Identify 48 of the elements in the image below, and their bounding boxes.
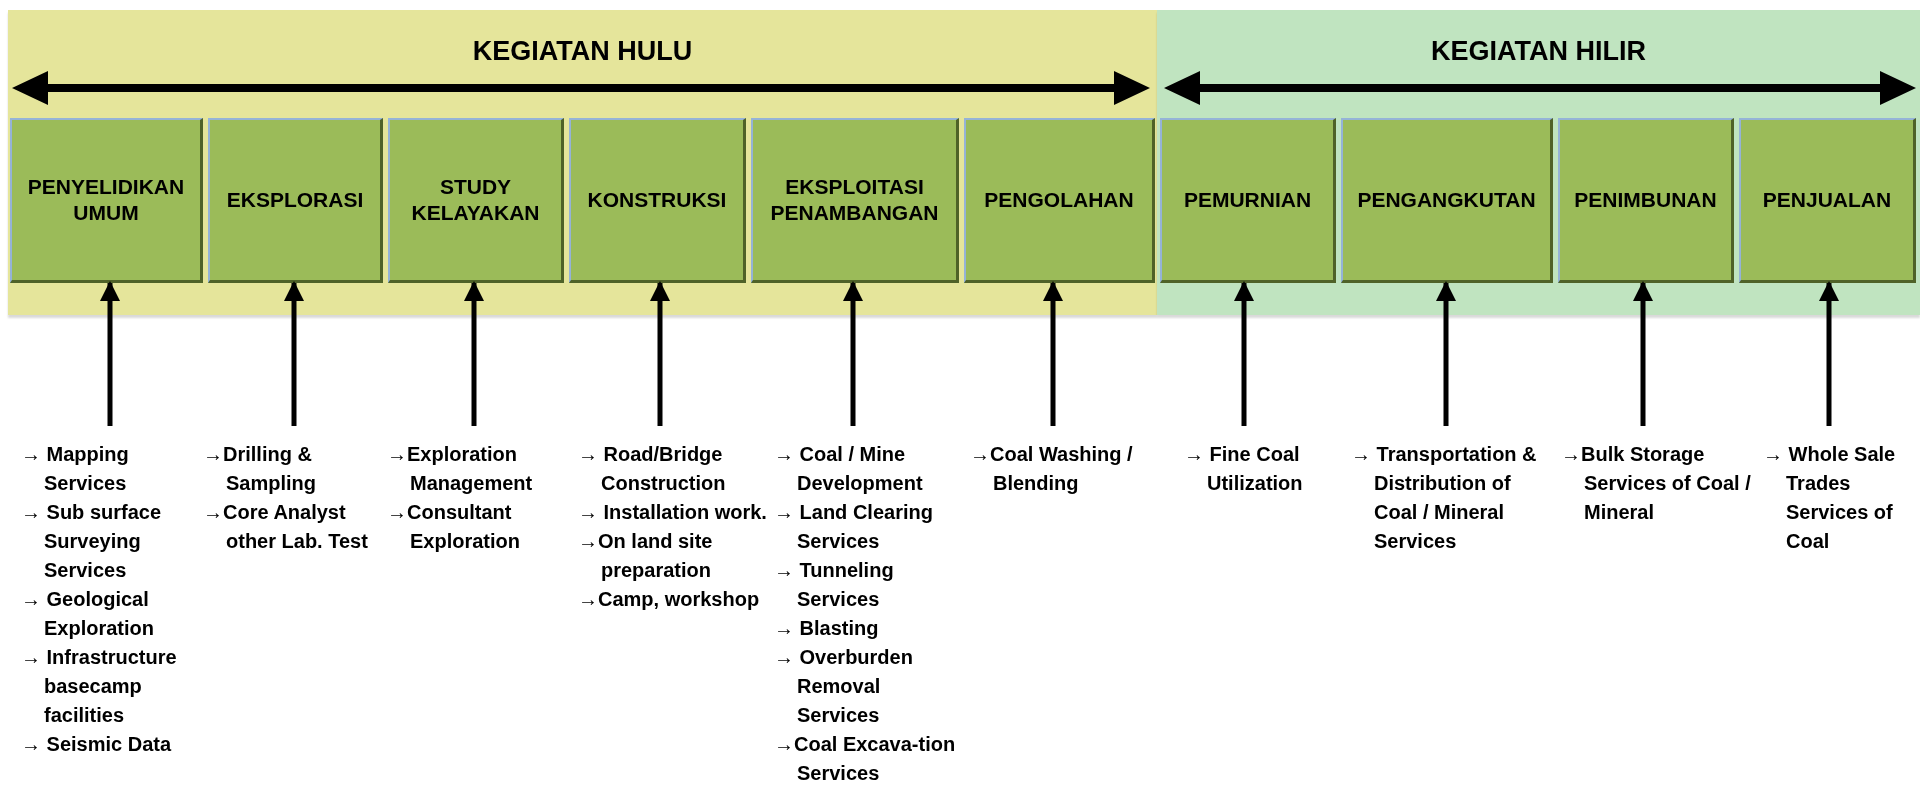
activity-item: →Coal Washing / Blending xyxy=(970,442,1134,496)
activity-item: →Drilling & Sampling xyxy=(203,442,317,496)
arrow xyxy=(284,281,304,426)
stage-box: STUDY KELAYAKAN xyxy=(388,118,564,283)
activity-item: → Road/Bridge Construction xyxy=(578,442,727,496)
stage-box: EKSPLORASI xyxy=(208,118,383,283)
stage-box: EKSPLOITASI PENAMBANGAN xyxy=(751,118,959,283)
activity-item: → Transportation & Distribution of Coal / Mineral Services xyxy=(1351,442,1538,554)
activity-item: → Seismic Data xyxy=(21,732,173,757)
activity-item: →Core Analyst other Lab. Test xyxy=(203,500,369,554)
arrow xyxy=(843,281,863,426)
arrow xyxy=(1234,281,1254,426)
section-band xyxy=(8,10,1157,315)
arrow xyxy=(1043,281,1063,426)
activity-item: → Infrastructure basecamp facilities xyxy=(21,645,178,728)
stage-box: PENGOLAHAN xyxy=(964,118,1155,283)
section-title: KEGIATAN HULU xyxy=(471,36,694,67)
activity-item: → Mapping Services xyxy=(21,442,130,496)
activity-item: → Blasting xyxy=(774,616,880,641)
activity-item: → Coal / Mine Development xyxy=(774,442,924,496)
activity-item: →Coal Excava-tion Services xyxy=(774,732,957,786)
activity-item: →Exploration Management xyxy=(387,442,534,496)
activity-item: → Tunneling Services xyxy=(774,558,895,612)
activity-item: → Land Clearing Services xyxy=(774,500,934,554)
arrow xyxy=(650,281,670,426)
arrow xyxy=(464,281,484,426)
activity-item: → Overburden Removal Services xyxy=(774,645,914,728)
activity-item: →On land site preparation xyxy=(578,529,714,583)
activity-item: → Fine Coal Utilization xyxy=(1184,442,1304,496)
activity-item: →Consultant Exploration xyxy=(387,500,521,554)
activity-item: → Whole Sale Trades Services of Coal xyxy=(1763,442,1897,554)
stage-box: PENIMBUNAN xyxy=(1558,118,1734,283)
stage-box: PENJUALAN xyxy=(1739,118,1916,283)
stage-box: PENGANGKUTAN xyxy=(1341,118,1553,283)
section-title: KEGIATAN HILIR xyxy=(1430,36,1647,67)
arrow xyxy=(1436,281,1456,426)
activity-item: →Camp, workshop xyxy=(578,587,761,612)
activity-item: →Bulk Storage Services of Coal / Mineral xyxy=(1561,442,1752,525)
stage-box: PENYELIDIKAN UMUM xyxy=(10,118,203,283)
activity-item: → Geological Exploration xyxy=(21,587,155,641)
activity-item: → Sub surface Surveying Services xyxy=(21,500,163,583)
stage-box: PEMURNIAN xyxy=(1160,118,1336,283)
activity-item: → Installation work. xyxy=(578,500,768,525)
arrow xyxy=(100,281,120,426)
arrow xyxy=(1819,281,1839,426)
arrow xyxy=(1633,281,1653,426)
section-band xyxy=(1157,10,1920,315)
stage-box: KONSTRUKSI xyxy=(569,118,746,283)
